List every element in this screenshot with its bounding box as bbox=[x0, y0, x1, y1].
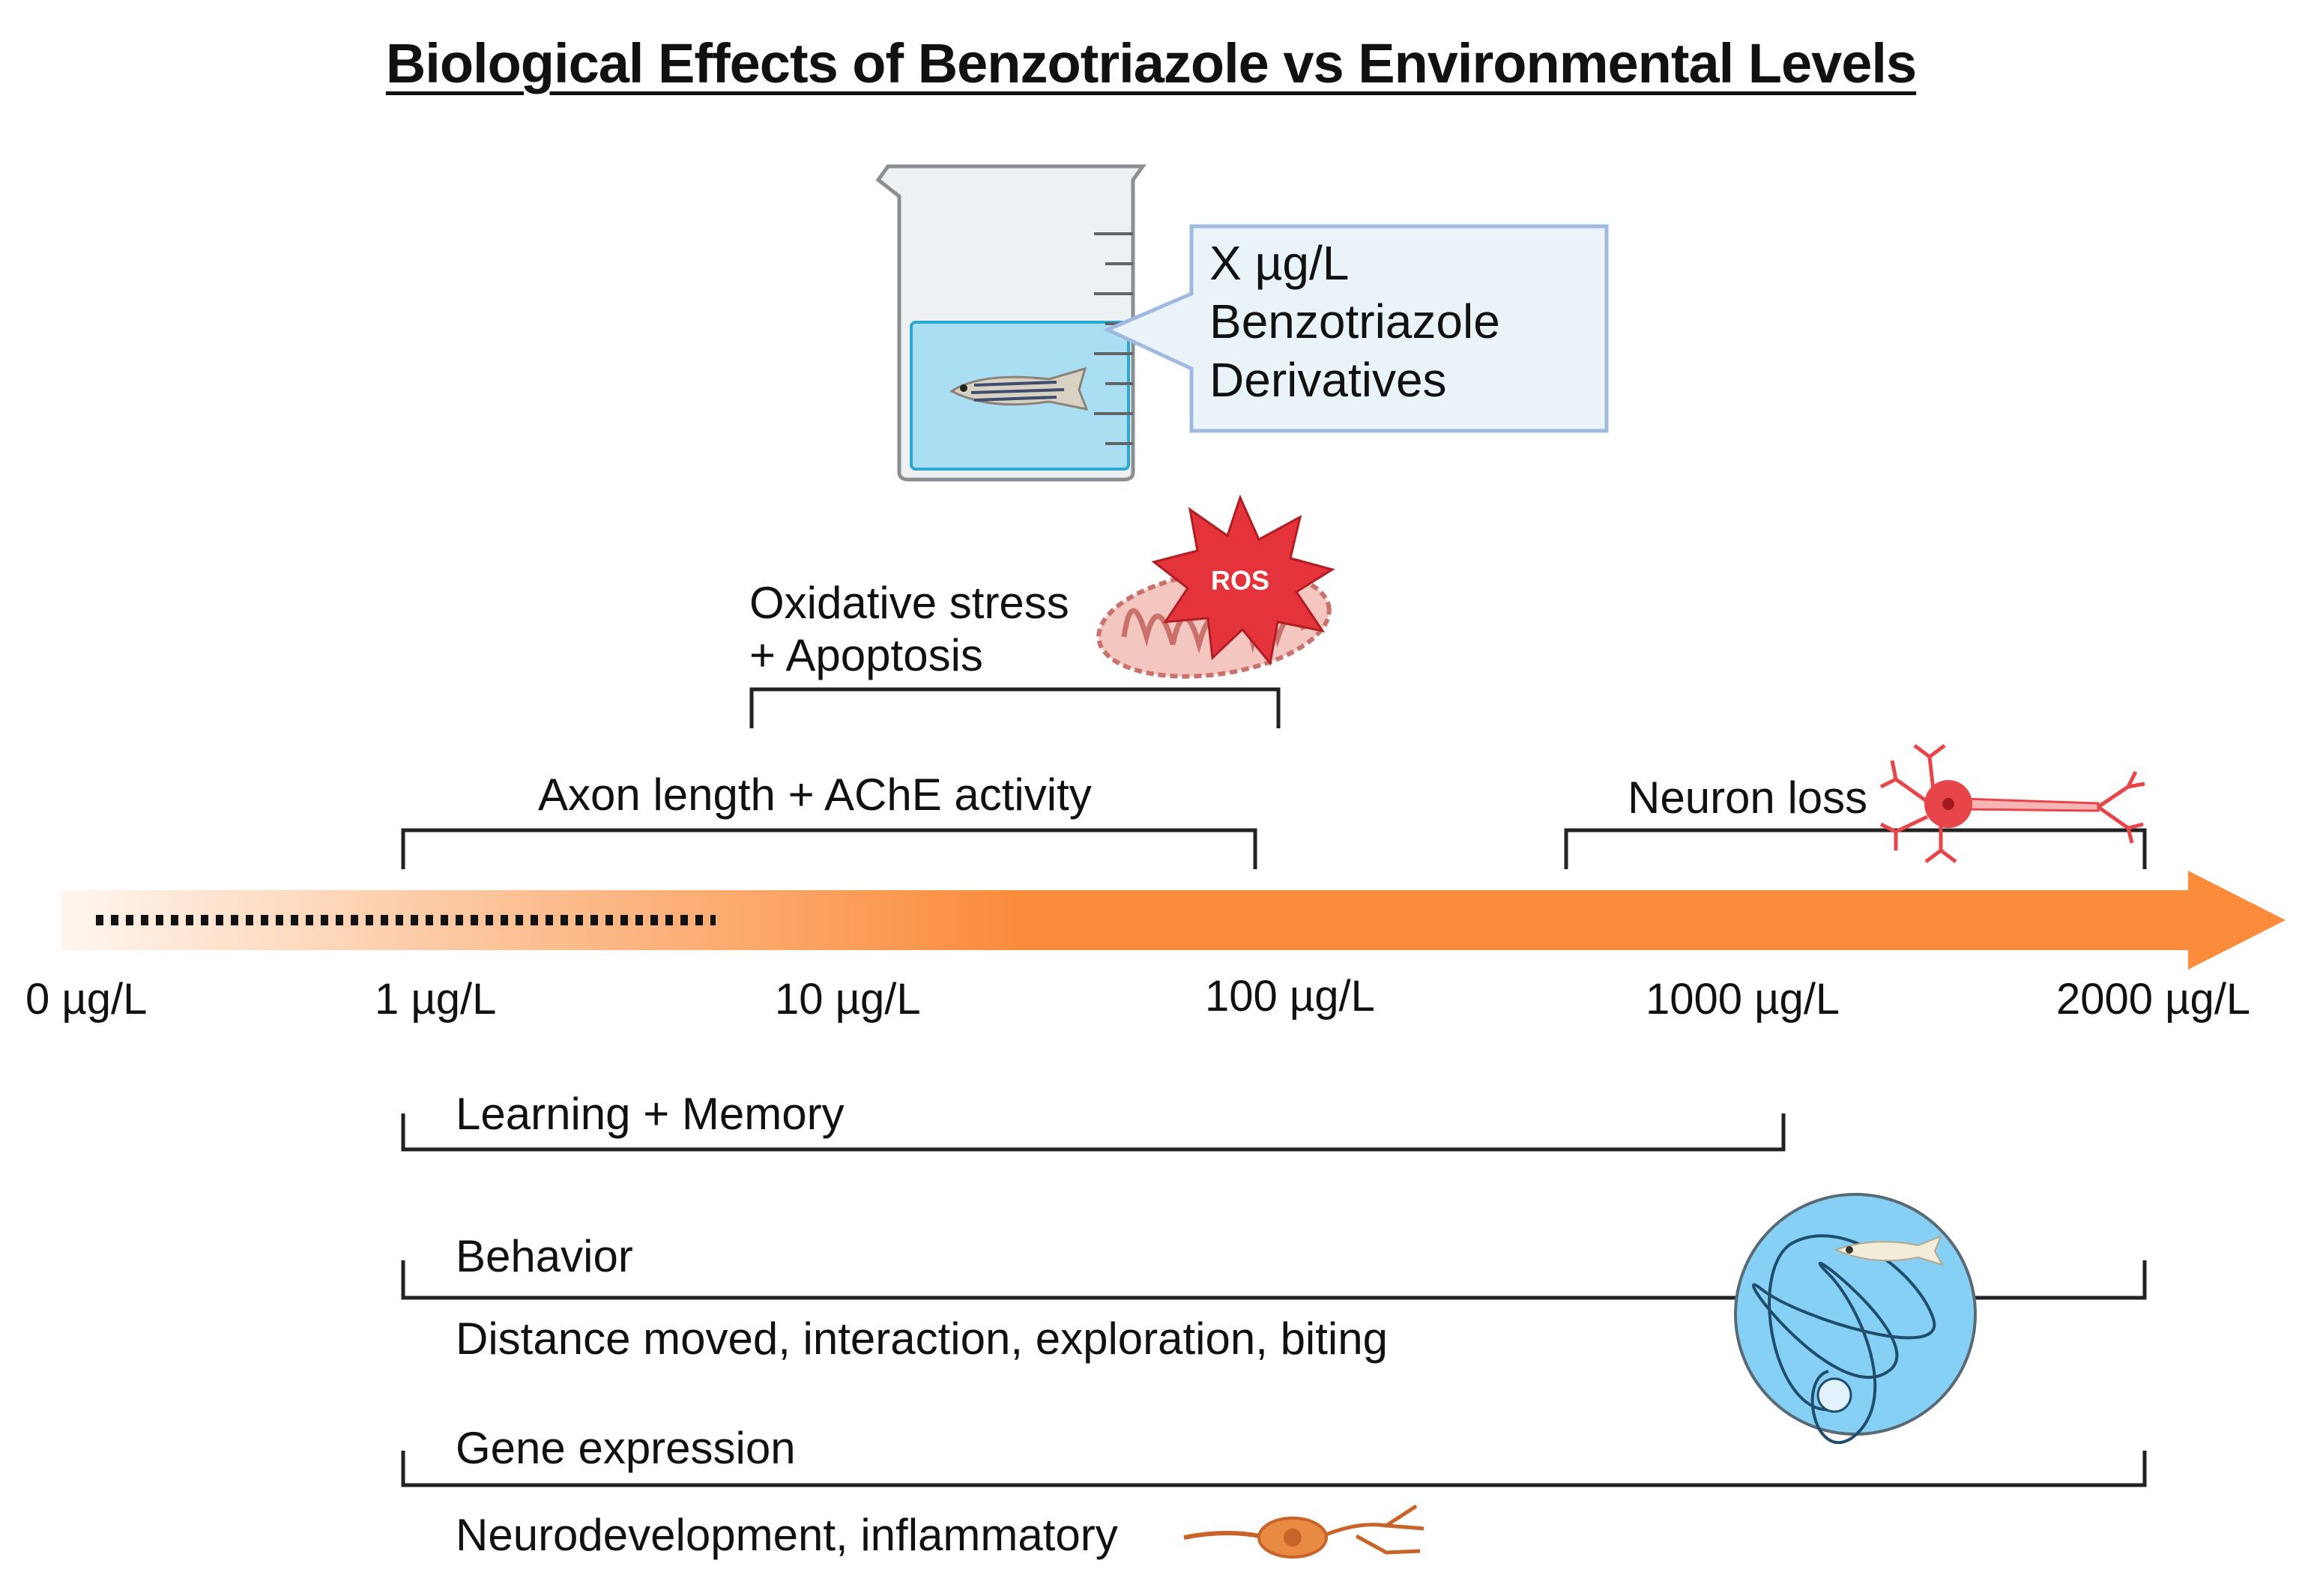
beaker-icon bbox=[875, 164, 1147, 482]
gene-range-bracket bbox=[401, 1451, 2147, 1487]
behavior-arena-icon bbox=[1734, 1193, 1977, 1445]
tick-0: 0 µg/L bbox=[25, 975, 148, 1024]
callout-text: X µg/L Benzotriazole Derivatives bbox=[1209, 234, 1500, 409]
oxidative-stress-label-2: + Apoptosis bbox=[749, 630, 983, 680]
page-title: Biological Effects of Benzotriazole vs E… bbox=[385, 32, 1917, 94]
concentration-callout bbox=[1102, 224, 1609, 433]
oxidative-stress-range-bracket bbox=[749, 687, 1281, 728]
behavior-detail-label: Distance moved, interaction, exploration… bbox=[456, 1314, 1389, 1364]
ros-burst-icon bbox=[1151, 494, 1335, 666]
neural-cell-icon bbox=[1183, 1504, 1425, 1559]
tick-100: 100 µg/L bbox=[1205, 972, 1375, 1021]
axon-range-bracket bbox=[401, 828, 1257, 869]
neuron-loss-label: Neuron loss bbox=[1628, 773, 1868, 823]
tick-1000: 1000 µg/L bbox=[1646, 975, 1840, 1024]
neuron-loss-range-bracket bbox=[1564, 828, 2147, 869]
axon-label: Axon length + AChE activity bbox=[538, 770, 1092, 820]
callout-line-2: Benzotriazole bbox=[1209, 294, 1500, 348]
concentration-axis-arrow bbox=[61, 871, 2286, 970]
tick-1: 1 µg/L bbox=[375, 975, 497, 1024]
behavior-label: Behavior bbox=[456, 1231, 633, 1281]
callout-line-1: X µg/L bbox=[1209, 236, 1350, 290]
neuron-icon bbox=[1879, 744, 2145, 863]
zebrafish-icon bbox=[949, 366, 1089, 411]
learning-range-bracket bbox=[401, 1113, 1786, 1152]
tick-10: 10 µg/L bbox=[775, 975, 921, 1024]
behavior-range-bracket bbox=[401, 1260, 2147, 1300]
ros-label: ROS bbox=[1211, 565, 1270, 596]
gene-expression-detail-label: Neurodevelopment, inflammatory bbox=[456, 1510, 1118, 1560]
gene-expression-label: Gene expression bbox=[456, 1423, 796, 1473]
oxidative-stress-label-1: Oxidative stress bbox=[749, 578, 1069, 628]
tick-2000: 2000 µg/L bbox=[2056, 975, 2251, 1024]
learning-memory-label: Learning + Memory bbox=[456, 1089, 845, 1139]
callout-line-3: Derivatives bbox=[1209, 353, 1447, 407]
